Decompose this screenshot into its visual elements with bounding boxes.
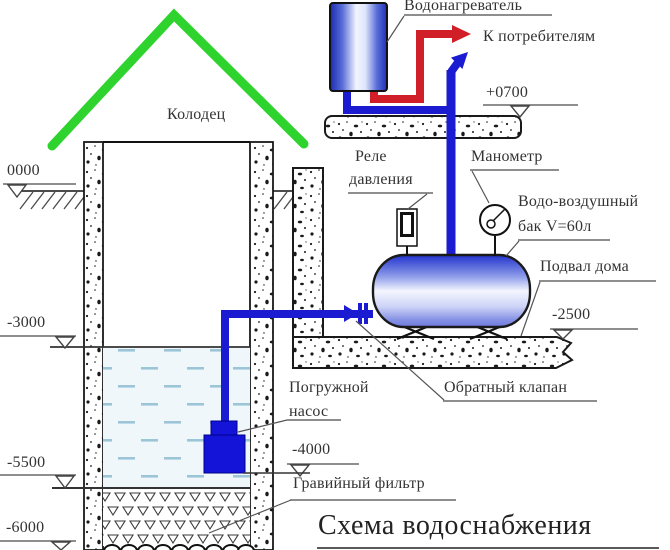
diagram-title: Схема водоснабжения bbox=[318, 510, 592, 541]
hot-water-pipe bbox=[370, 30, 452, 103]
elevation-minus4000-label: -4000 bbox=[292, 441, 331, 458]
gravel-filter-area bbox=[103, 489, 250, 546]
water-heater-label: Водонагреватель bbox=[404, 0, 523, 14]
hot-water-arrow bbox=[452, 25, 471, 43]
label-underlines bbox=[287, 14, 656, 501]
water-heater-tank bbox=[329, 2, 388, 92]
submersible-pump-label-line1: Погружной bbox=[289, 379, 369, 396]
check-valve-label: Обратный клапан bbox=[444, 379, 568, 396]
elevation-mark-minus5500 bbox=[0, 474, 76, 490]
cold-water-arrow bbox=[451, 52, 468, 69]
basement-floor-slab bbox=[292, 336, 574, 369]
submersible-pump-label-line2: насос bbox=[289, 403, 329, 420]
pressure-relay-device bbox=[396, 208, 418, 256]
house-basement-label: Подвал дома bbox=[540, 258, 629, 275]
pressure-relay-label-line1: Реле bbox=[355, 148, 387, 165]
air-water-tank bbox=[371, 253, 532, 329]
air-water-tank-label-line2: бак V=60л bbox=[518, 218, 592, 235]
check-valve-symbol bbox=[344, 303, 368, 324]
elevation-mark-plus0700 bbox=[483, 104, 578, 119]
elevation-minus6000-label: -6000 bbox=[6, 519, 45, 536]
elevation-mark-minus4000 bbox=[243, 463, 359, 478]
leader-lines bbox=[208, 15, 541, 534]
elevation-minus3000-label: -3000 bbox=[7, 314, 46, 331]
air-water-tank-label-line1: Водо-воздушный bbox=[518, 193, 639, 210]
to-consumers-label: К потребителям bbox=[483, 28, 596, 45]
elevation-mark-0000 bbox=[3, 183, 76, 199]
well-label: Колодец bbox=[167, 106, 226, 123]
submersible-pump bbox=[203, 420, 246, 474]
well-roof bbox=[47, 8, 309, 151]
elevation-mark-minus2500 bbox=[550, 328, 638, 340]
elevation-mark-minus3000 bbox=[0, 335, 76, 350]
first-floor-slab bbox=[324, 115, 522, 139]
elevation-mark-minus6000 bbox=[0, 540, 76, 550]
well-bottom-stones bbox=[103, 544, 255, 550]
elevation-plus0700-label: +0700 bbox=[486, 84, 529, 101]
pump-to-tank-pipe bbox=[221, 310, 373, 425]
ground-surface-left bbox=[19, 190, 85, 210]
gravel-filter-label: Гравийный фильтр bbox=[293, 475, 425, 492]
elevation-0000-label: 0000 bbox=[7, 162, 40, 179]
well-right-wall bbox=[249, 141, 274, 550]
elevation-minus5500-label: -5500 bbox=[7, 454, 46, 471]
manometer-label: Манометр bbox=[471, 148, 543, 165]
ground-surface-right bbox=[272, 190, 294, 210]
well-left-wall bbox=[83, 141, 104, 550]
pressure-relay-label-line2: давления bbox=[349, 171, 413, 188]
heater-feed-pipe bbox=[343, 89, 451, 114]
elevation-minus2500-label: -2500 bbox=[552, 306, 591, 323]
manometer-gauge bbox=[479, 204, 511, 256]
